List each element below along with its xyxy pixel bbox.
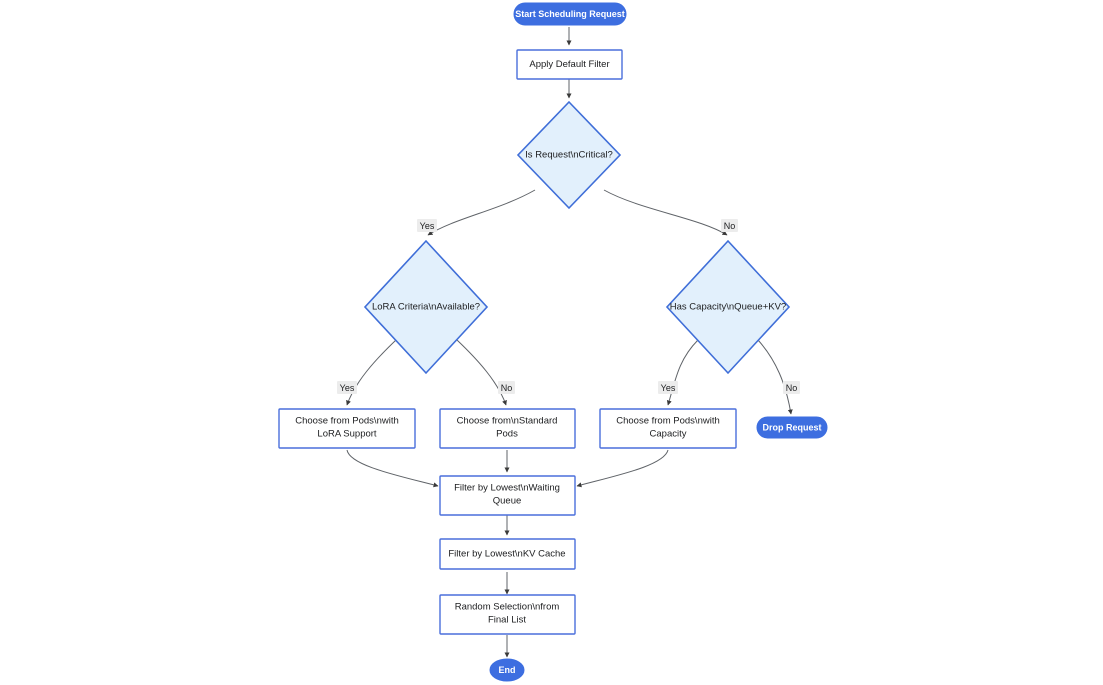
edge-label-critical-yes: Yes: [417, 219, 437, 232]
node-start-shape[interactable]: [513, 2, 627, 26]
node-end-shape[interactable]: [489, 658, 525, 682]
edge-label-lora-yes-text: Yes: [340, 383, 355, 393]
node-choose-lora-pods-shape[interactable]: [278, 408, 416, 449]
node-choose-capacity-pods-label-line1: Choose from Pods\nwith: [616, 416, 720, 427]
edge-label-capacity-no: No: [783, 381, 800, 394]
node-filter-kv-cache-shape[interactable]: [439, 538, 576, 570]
edge-label-critical-yes-text: Yes: [420, 221, 435, 231]
node-random-selection-label-line2: Final List: [488, 615, 526, 626]
edge-label-critical-no: No: [721, 219, 738, 232]
node-choose-lora-pods-label-line2: LoRA Support: [317, 429, 377, 440]
node-has-capacity-label: Has Capacity\nQueue+KV?: [670, 302, 786, 313]
node-is-request-critical-label: Is Request\nCritical?: [525, 150, 613, 161]
edge-capacity-to-cappods: [666, 339, 699, 406]
edge-cappods-to-queue: [576, 449, 669, 488]
node-filter-kv-cache-label: Filter by Lowest\nKV Cache: [448, 549, 565, 560]
node-drop-request-label: Drop Request: [762, 422, 821, 432]
node-choose-lora-pods-label-line1: Choose from Pods\nwith: [295, 416, 399, 427]
node-random-selection-shape[interactable]: [439, 594, 576, 635]
node-start[interactable]: Start Scheduling Request: [513, 2, 627, 26]
node-random-selection-label-line1: Random Selection\nfrom: [455, 602, 560, 613]
node-choose-capacity-pods-label-line2: Capacity: [650, 429, 687, 440]
edge-label-lora-no-text: No: [501, 383, 513, 393]
node-has-capacity-shape[interactable]: [665, 239, 791, 375]
node-random-selection[interactable]: Random Selection\nfrom Final List: [439, 594, 576, 635]
node-lora-criteria-available-shape[interactable]: [363, 239, 489, 375]
edge-lorapods-to-queue: [346, 449, 439, 488]
node-drop-request[interactable]: Drop Request: [756, 416, 828, 439]
node-drop-request-shape[interactable]: [756, 416, 828, 439]
edge-label-lora-yes: Yes: [337, 381, 357, 394]
edge-label-critical-no-text: No: [724, 221, 736, 231]
edges-layer: [346, 27, 793, 658]
edge-labels-layer: Yes No Yes No Yes No: [337, 219, 800, 394]
node-end-label: End: [499, 665, 516, 675]
node-apply-default-filter-label: Apply Default Filter: [529, 59, 609, 70]
node-choose-standard-pods[interactable]: Choose from\nStandard Pods: [439, 408, 576, 449]
node-choose-lora-pods[interactable]: Choose from Pods\nwith LoRA Support: [278, 408, 416, 449]
edge-capacity-to-drop: [757, 339, 793, 415]
node-filter-waiting-queue-shape[interactable]: [439, 475, 576, 516]
edge-label-capacity-no-text: No: [786, 383, 798, 393]
node-choose-standard-pods-label-line1: Choose from\nStandard: [457, 416, 558, 427]
node-lora-criteria-available[interactable]: LoRA Criteria\nAvailable?: [363, 239, 489, 375]
node-end[interactable]: End: [489, 658, 525, 682]
node-filter-waiting-queue-label-line1: Filter by Lowest\nWaiting: [454, 483, 560, 494]
node-lora-criteria-available-label: LoRA Criteria\nAvailable?: [372, 302, 480, 313]
node-has-capacity[interactable]: Has Capacity\nQueue+KV?: [665, 239, 791, 375]
edge-critical-to-lora: [427, 189, 536, 236]
node-apply-default-filter-shape[interactable]: [516, 49, 623, 80]
node-choose-capacity-pods-shape[interactable]: [599, 408, 737, 449]
node-choose-standard-pods-label-line2: Pods: [496, 429, 518, 440]
node-is-request-critical[interactable]: Is Request\nCritical?: [516, 100, 622, 210]
edge-label-capacity-yes-text: Yes: [661, 383, 676, 393]
node-filter-kv-cache[interactable]: Filter by Lowest\nKV Cache: [439, 538, 576, 570]
node-is-request-critical-shape[interactable]: [516, 100, 622, 210]
node-filter-waiting-queue-label-line2: Queue: [493, 496, 522, 507]
node-choose-standard-pods-shape[interactable]: [439, 408, 576, 449]
node-filter-waiting-queue[interactable]: Filter by Lowest\nWaiting Queue: [439, 475, 576, 516]
edge-label-capacity-yes: Yes: [658, 381, 678, 394]
edge-label-lora-no: No: [498, 381, 515, 394]
edge-lora-to-standardpods: [456, 339, 507, 406]
node-choose-capacity-pods[interactable]: Choose from Pods\nwith Capacity: [599, 408, 737, 449]
node-start-label: Start Scheduling Request: [515, 9, 625, 19]
edge-lora-to-lorapods: [346, 339, 397, 406]
edge-critical-to-capacity: [603, 189, 728, 236]
node-apply-default-filter[interactable]: Apply Default Filter: [516, 49, 623, 80]
